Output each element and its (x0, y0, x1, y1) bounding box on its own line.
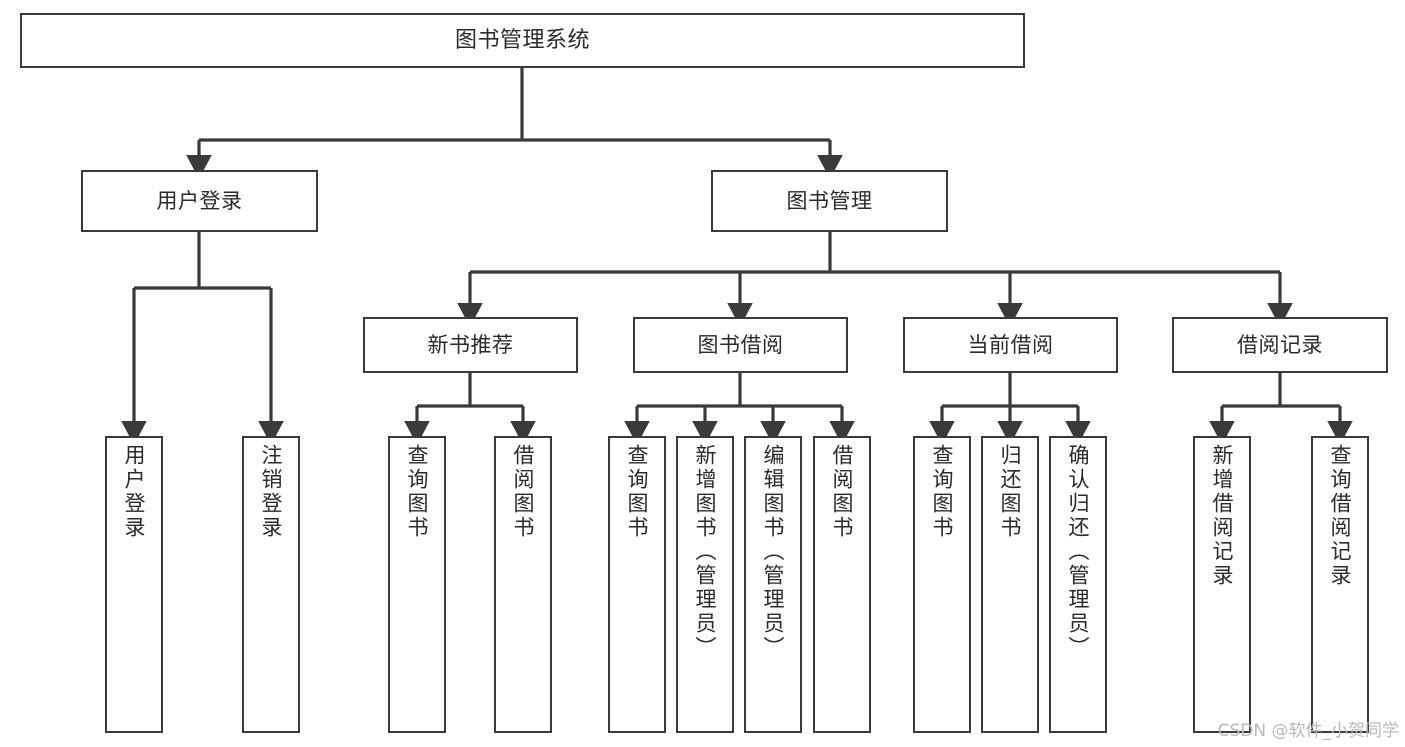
node-label: 图书管理 (786, 188, 873, 213)
node-label: 用户登录 (122, 444, 147, 540)
leaf-query-book-current[interactable]: 查询图书 (913, 436, 971, 733)
leaf-borrow-book[interactable]: 借阅图书 (813, 436, 871, 733)
node-label: 编辑图书（管理员） (761, 444, 786, 660)
node-label: 新书推荐 (427, 332, 514, 357)
leaf-add-borrow-record[interactable]: 新增借阅记录 (1193, 436, 1251, 733)
node-user-login[interactable]: 用户登录 (81, 170, 318, 232)
node-label: 当前借阅 (967, 332, 1054, 357)
leaf-query-borrow-record[interactable]: 查询借阅记录 (1311, 436, 1369, 733)
node-label: 用户登录 (156, 188, 243, 213)
leaf-user-login[interactable]: 用户登录 (105, 436, 163, 733)
node-label: 确认归还（管理员） (1066, 444, 1091, 660)
node-label: 借阅图书 (830, 444, 855, 540)
node-book-management[interactable]: 图书管理 (711, 170, 948, 232)
csdn-watermark: CSDN @软件_小贺同学 (1217, 721, 1399, 741)
leaf-query-book-recommend[interactable]: 查询图书 (388, 436, 446, 733)
node-book-borrow[interactable]: 图书借阅 (633, 317, 848, 373)
leaf-confirm-return-admin[interactable]: 确认归还（管理员） (1049, 436, 1107, 733)
node-root-system[interactable]: 图书管理系统 (20, 13, 1025, 68)
node-label: 查询图书 (930, 444, 955, 540)
node-label: 查询借阅记录 (1328, 444, 1353, 588)
node-new-book-recommend[interactable]: 新书推荐 (363, 317, 578, 373)
node-label: 借阅记录 (1237, 332, 1323, 357)
node-label: 图书借阅 (697, 332, 784, 357)
leaf-logout[interactable]: 注销登录 (242, 436, 300, 733)
leaf-add-book-admin[interactable]: 新增图书（管理员） (676, 436, 734, 733)
node-borrow-record[interactable]: 借阅记录 (1172, 317, 1388, 373)
node-label: 查询图书 (625, 444, 650, 540)
node-label: 注销登录 (259, 444, 284, 540)
node-label: 归还图书 (998, 444, 1023, 540)
node-current-borrow[interactable]: 当前借阅 (903, 317, 1118, 373)
node-label: 查询图书 (405, 444, 430, 540)
leaf-borrow-book-recommend[interactable]: 借阅图书 (494, 436, 552, 733)
node-label: 借阅图书 (511, 444, 536, 540)
node-label: 新增借阅记录 (1210, 444, 1235, 588)
leaf-edit-book-admin[interactable]: 编辑图书（管理员） (744, 436, 802, 733)
node-label: 图书管理系统 (454, 27, 590, 53)
leaf-return-book[interactable]: 归还图书 (981, 436, 1039, 733)
node-label: 新增图书（管理员） (693, 444, 718, 660)
leaf-query-book-borrow[interactable]: 查询图书 (608, 436, 666, 733)
